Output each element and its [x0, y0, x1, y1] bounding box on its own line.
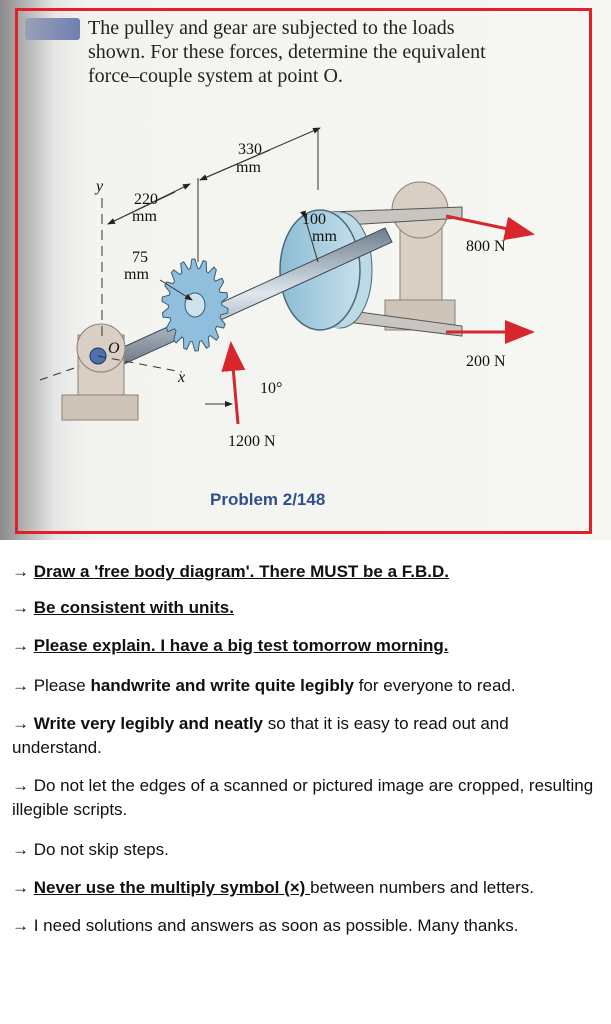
- dim-100-unit: mm: [312, 228, 337, 245]
- statement-line-1: The pulley and gear are subjected to the…: [88, 17, 455, 39]
- request-text: Draw a 'free body diagram'. There MUST b…: [33, 562, 449, 581]
- load-1200-label: 1200 N: [228, 433, 276, 450]
- figure-caption: Problem 2/148: [210, 490, 325, 509]
- dim-220-value: 220: [134, 191, 158, 208]
- request-text: →: [12, 598, 34, 617]
- request-text: between numbers and letters.: [310, 878, 535, 897]
- request-text: for everyone to read.: [353, 676, 516, 695]
- dim-220-unit: mm: [132, 208, 157, 225]
- load-800-label: 800 N: [466, 238, 506, 255]
- load-200-label: 200 N: [466, 353, 506, 370]
- request-text: → Do not skip steps.: [12, 840, 169, 859]
- request-item: → Do not let the edges of a scanned or p…: [12, 774, 597, 822]
- problem-statement: The pulley and gear are subjected to the…: [88, 16, 548, 88]
- request-text: →: [12, 714, 34, 733]
- request-text: → Please: [12, 676, 91, 695]
- axis-y-label: y: [94, 178, 104, 195]
- request-item: → Draw a 'free body diagram'. There MUST…: [12, 560, 597, 584]
- pulley-gear-figure: y x O 330 mm 220 mm 100 mm 75 mm 800 N 2…: [39, 127, 535, 509]
- request-text: Never use the multiply symbol (×): [33, 878, 311, 897]
- request-item: → I need solutions and answers as soon a…: [12, 914, 597, 938]
- request-text: handwrite and write quite legibly: [90, 676, 354, 695]
- request-text: → Do not let the edges of a scanned or p…: [12, 776, 594, 819]
- request-text: so that it is easy to read out and under…: [12, 714, 509, 757]
- dim-330-unit: mm: [236, 159, 261, 176]
- request-item: → Do not skip steps.: [12, 838, 597, 862]
- dim-330-value: 330: [238, 141, 262, 158]
- request-text: →: [12, 878, 34, 897]
- request-text: →: [12, 562, 34, 581]
- problem-number-badge: [25, 18, 80, 40]
- statement-line-3: force–couple system at point O.: [88, 65, 343, 87]
- request-item: → Write very legibly and neatly so that …: [12, 712, 597, 760]
- angle-label: 10°: [260, 380, 282, 397]
- highlight-frame: [15, 8, 592, 534]
- point-o-label: O: [108, 340, 120, 357]
- dim-75-unit: mm: [124, 266, 149, 283]
- request-item: → Please explain. I have a big test tomo…: [12, 634, 597, 658]
- axis-x-label: x: [177, 369, 185, 386]
- statement-line-2: shown. For these forces, determine the e…: [88, 41, 486, 63]
- request-text: Be consistent with units.: [33, 598, 234, 617]
- request-text: →: [12, 636, 34, 655]
- load-800-arrow: [445, 214, 535, 241]
- left-bearing: [61, 323, 139, 421]
- gear: [161, 258, 229, 352]
- dim-100-value: 100: [302, 211, 326, 228]
- dim-75-value: 75: [132, 249, 148, 266]
- request-item: → Never use the multiply symbol (×) betw…: [12, 876, 597, 900]
- dimension-lines: [107, 127, 321, 407]
- request-text: Write very legibly and neatly: [33, 714, 264, 733]
- load-1200-arrow: [221, 341, 246, 425]
- coordinate-axes: [39, 198, 183, 381]
- request-text: Please explain. I have a big test tomorr…: [33, 636, 449, 655]
- request-item: → Be consistent with units.: [12, 596, 597, 620]
- request-item: → Please handwrite and write quite legib…: [12, 674, 597, 698]
- request-text: → I need solutions and answers as soon a…: [12, 916, 519, 935]
